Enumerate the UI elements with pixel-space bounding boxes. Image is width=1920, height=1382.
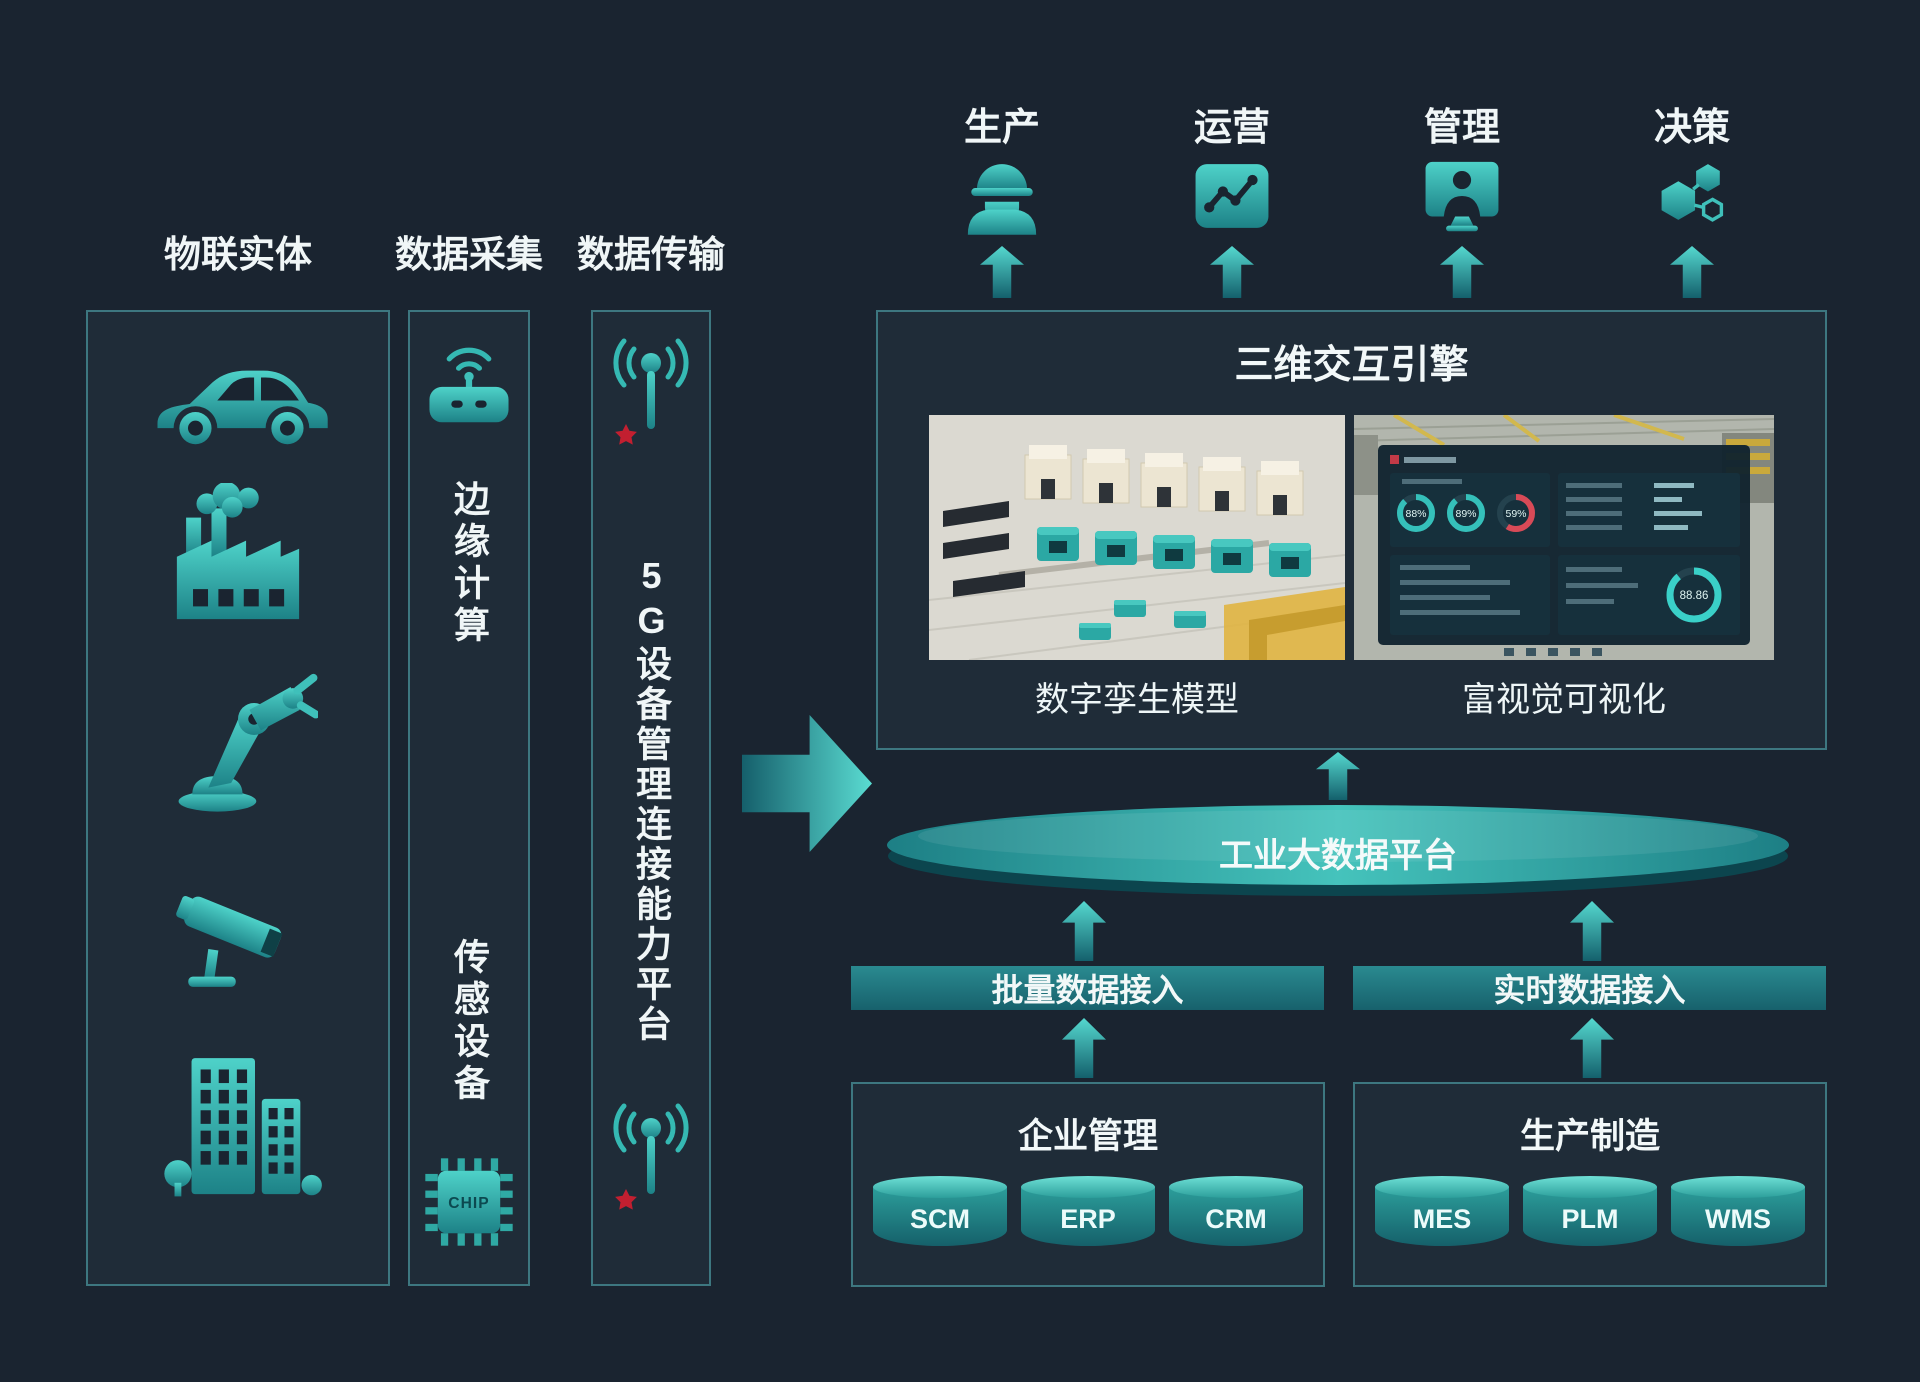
plm-label: PLM	[1561, 1204, 1619, 1234]
mes-label: MES	[1412, 1204, 1472, 1234]
enterprise-cylinders: SCM ERP CRM	[853, 1176, 1323, 1246]
5g-platform-label-wrap: 5G设备管理连接能力平台	[591, 555, 711, 1045]
erp-cylinder: ERP	[1021, 1176, 1155, 1246]
antenna-bottom-icon	[613, 1103, 689, 1210]
enterprise-box: 企业管理 SCM ERP CRM	[851, 1082, 1325, 1287]
realtime-access-bar: 实时数据接入	[1353, 966, 1826, 1010]
manufacturing-to-realtime-arrow	[1570, 1018, 1614, 1078]
output-arrow-decision	[1670, 246, 1714, 298]
realtime-to-platform-arrow	[1570, 901, 1614, 961]
worker-icon	[967, 164, 1037, 235]
robot-arm-icon	[178, 673, 318, 812]
batch-to-platform-arrow	[1062, 901, 1106, 961]
manufacturing-title: 生产制造	[1519, 1117, 1660, 1156]
digital-twin-caption: 数字孪生模型	[1035, 681, 1239, 719]
chip-icon: CHIP	[425, 1158, 513, 1246]
plm-cylinder: PLM	[1523, 1176, 1657, 1246]
gauge-value-1: 88%	[1405, 508, 1426, 520]
output-arrow-operations	[1210, 246, 1254, 298]
red-star-icon	[615, 1189, 637, 1210]
output-label-decision: 决策	[1653, 107, 1730, 149]
platform-disc-shape	[887, 805, 1789, 896]
main-flow-arrow	[742, 715, 872, 852]
scm-label: SCM	[910, 1204, 970, 1234]
big-gauge-value: 88.86	[1680, 590, 1709, 602]
chip-text: CHIP	[448, 1195, 489, 1212]
gauge-value-3: 59%	[1505, 508, 1526, 520]
digital-twin-image	[929, 415, 1345, 660]
realtime-access-label: 实时数据接入	[1493, 972, 1686, 1008]
red-star-icon	[615, 424, 637, 445]
iot-gateway-icon	[429, 347, 509, 423]
5g-platform-label: 5G设备管理连接能力平台	[631, 555, 672, 1045]
bigdata-platform-label: 工业大数据平台	[1219, 837, 1457, 875]
edge-computing-label-wrap: 边缘计算	[408, 480, 530, 670]
enterprise-to-batch-arrow	[1062, 1018, 1106, 1078]
engine-box: 三维交互引擎	[876, 310, 1827, 750]
iot-column-title: 物联实体	[164, 234, 312, 275]
erp-label: ERP	[1060, 1204, 1116, 1234]
decision-hexagons-icon	[1661, 164, 1724, 222]
car-icon	[157, 370, 328, 445]
edge-computing-label: 边缘计算	[449, 480, 490, 648]
output-arrow-management	[1440, 246, 1484, 298]
platform-to-engine-arrow	[1316, 752, 1360, 800]
sensor-device-label: 传感设备	[449, 938, 490, 1106]
antenna-top-icon	[613, 338, 689, 445]
wms-cylinder: WMS	[1671, 1176, 1805, 1246]
crm-cylinder: CRM	[1169, 1176, 1303, 1246]
output-label-production: 生产	[963, 107, 1040, 149]
crm-label: CRM	[1205, 1204, 1267, 1234]
chart-icon	[1195, 164, 1269, 228]
output-label-management: 管理	[1423, 107, 1500, 149]
engine-title: 三维交互引擎	[1234, 344, 1469, 387]
manager-icon	[1425, 161, 1499, 232]
manufacturing-cylinders: MES PLM WMS	[1355, 1176, 1825, 1246]
batch-access-bar: 批量数据接入	[851, 966, 1324, 1010]
visualization-image: 88% 89% 59% 88.86	[1354, 415, 1774, 660]
scm-cylinder: SCM	[873, 1176, 1007, 1246]
collection-column-title: 数据采集	[395, 234, 543, 275]
gauge-value-2: 89%	[1455, 508, 1476, 520]
buildings-icon	[164, 1058, 322, 1197]
mes-cylinder: MES	[1375, 1176, 1509, 1246]
factory-icon	[176, 483, 300, 620]
bigdata-platform-disc: 工业大数据平台	[885, 798, 1791, 901]
manufacturing-box: 生产制造 MES PLM WMS	[1353, 1082, 1827, 1287]
camera-icon	[176, 896, 283, 987]
visualization-caption: 富视觉可视化	[1462, 681, 1666, 719]
transmission-column-title: 数据传输	[577, 234, 725, 275]
sensor-device-label-wrap: 传感设备	[408, 938, 530, 1128]
wms-label: WMS	[1705, 1204, 1771, 1234]
output-arrow-production	[980, 246, 1024, 298]
enterprise-title: 企业管理	[1017, 1117, 1158, 1156]
collection-column-box	[408, 310, 530, 1286]
output-label-operations: 运营	[1193, 107, 1270, 149]
batch-access-label: 批量数据接入	[991, 972, 1184, 1008]
